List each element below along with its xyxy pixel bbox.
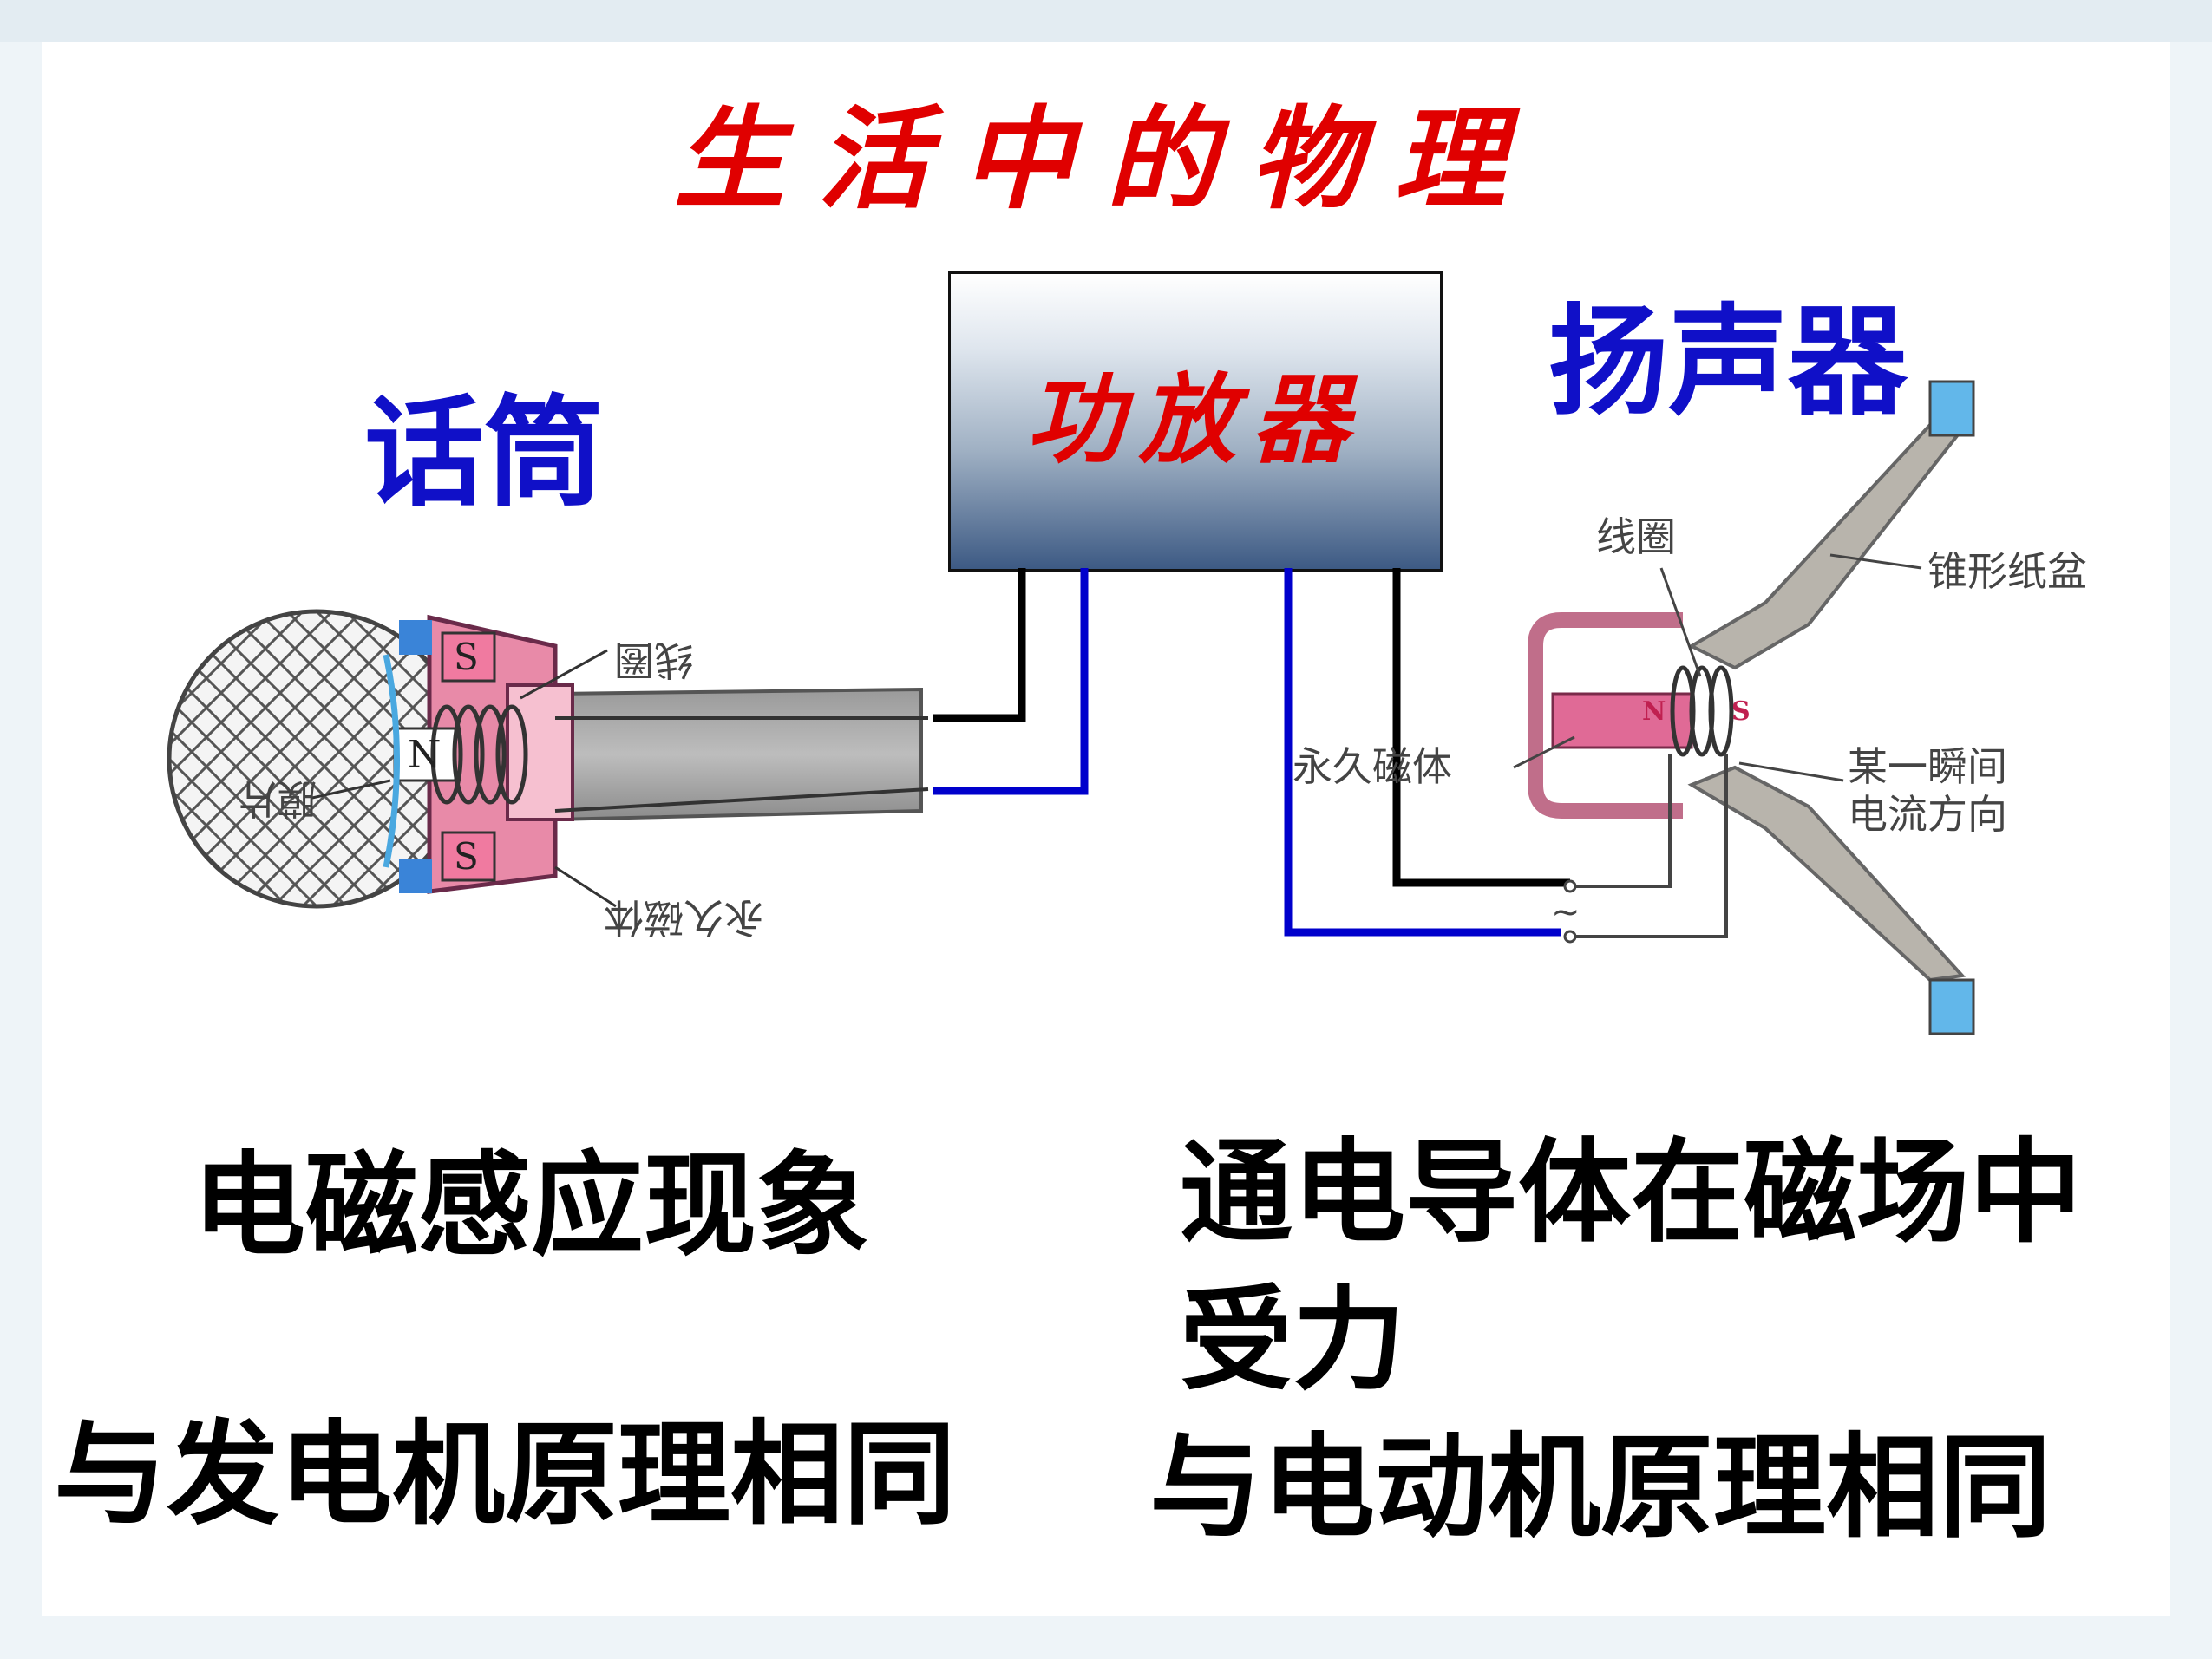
speaker-current-text-line2: 电流方向 — [1848, 791, 2007, 838]
right-principle-line1: 通电导体在磁场中 — [1180, 1127, 2083, 1258]
microphone-diaphragm — [383, 654, 400, 868]
right-principle-line2: 受力 — [1180, 1274, 1406, 1406]
amplifier-label: 功放器 — [1026, 363, 1365, 477]
wire-mic-blue — [933, 568, 1089, 795]
speaker-cone-top — [1687, 422, 1966, 670]
speaker-coil-text: 线圈 — [1596, 513, 1676, 560]
speaker-pole-n-label: N — [1642, 696, 1666, 727]
microphone-pole-s-bottom — [441, 831, 496, 882]
left-principle-text: 电磁感应现象 — [193, 1140, 870, 1271]
microphone-pole-s-top — [441, 631, 496, 683]
speaker-terminal-top — [1563, 879, 1577, 893]
speaker-label: 扬声器 — [1548, 292, 1908, 432]
left-same-text: 与发电机原理相同 — [54, 1408, 957, 1540]
speaker-pole-s-label: S — [1731, 696, 1751, 727]
slide-title: 生活中的物理 — [673, 95, 1538, 225]
speaker-current-text-line1: 某一瞬间 — [1848, 743, 2007, 790]
wire-speaker-blue — [1284, 568, 1561, 937]
microphone-internal-wire-2 — [554, 787, 929, 813]
microphone-coil — [430, 704, 528, 805]
speaker-cone-text: 锥形纸盆 — [1927, 548, 2087, 595]
speaker-coil — [1670, 665, 1734, 757]
speaker-diagram: N S ~ 线圈 锥形纸盆 永久磁体 某一瞬间 电流方向 — [1293, 380, 2087, 1035]
microphone-diagram: N S S 线圈 膜片 永久磁体 — [167, 609, 929, 941]
microphone-diaphragm-leader — [311, 779, 391, 800]
amplifier-box: 功放器 — [948, 271, 1443, 572]
speaker-circuit-bottom — [1574, 754, 1728, 938]
microphone-coil-text: 线圈 — [614, 637, 694, 683]
microphone-pole-s-bottom-label: S — [454, 835, 479, 878]
speaker-magnet-text: 永久磁体 — [1293, 743, 1452, 790]
microphone-diaphragm-text: 膜片 — [237, 775, 317, 822]
speaker-cone-leader — [1829, 553, 1922, 570]
speaker-cone-bottom — [1687, 765, 1967, 983]
microphone-magnet-leader — [554, 865, 617, 908]
wire-mic-black — [933, 568, 1026, 722]
speaker-coil-leader — [1659, 567, 1702, 677]
microphone-pole-n-label: N — [408, 733, 442, 777]
speaker-magnet-yoke — [1528, 612, 1683, 819]
microphone-label: 话筒 — [364, 383, 605, 523]
speaker-current-leader — [1738, 761, 1844, 782]
speaker-cone-tip-bottom — [1928, 978, 1975, 1035]
microphone-magnet-text: 永久磁体 — [604, 894, 763, 941]
speaker-circuit-top — [1574, 754, 1672, 888]
right-same-text: 与电动机原理相同 — [1149, 1421, 2052, 1553]
speaker-magnet-leader — [1513, 735, 1575, 769]
wire-speaker-black — [1392, 568, 1570, 887]
microphone-blue-block-bottom — [399, 859, 432, 893]
microphone-pole-s-top-label: S — [454, 636, 479, 678]
speaker-terminal-bottom — [1563, 930, 1577, 944]
microphone-blue-block-top — [399, 620, 432, 655]
speaker-ac-symbol: ~ — [1551, 892, 1580, 932]
speaker-cone-tip-top — [1928, 380, 1975, 437]
microphone-pole-n — [393, 727, 457, 782]
microphone-coil-leader — [520, 649, 608, 700]
background-band-top — [0, 0, 2212, 42]
